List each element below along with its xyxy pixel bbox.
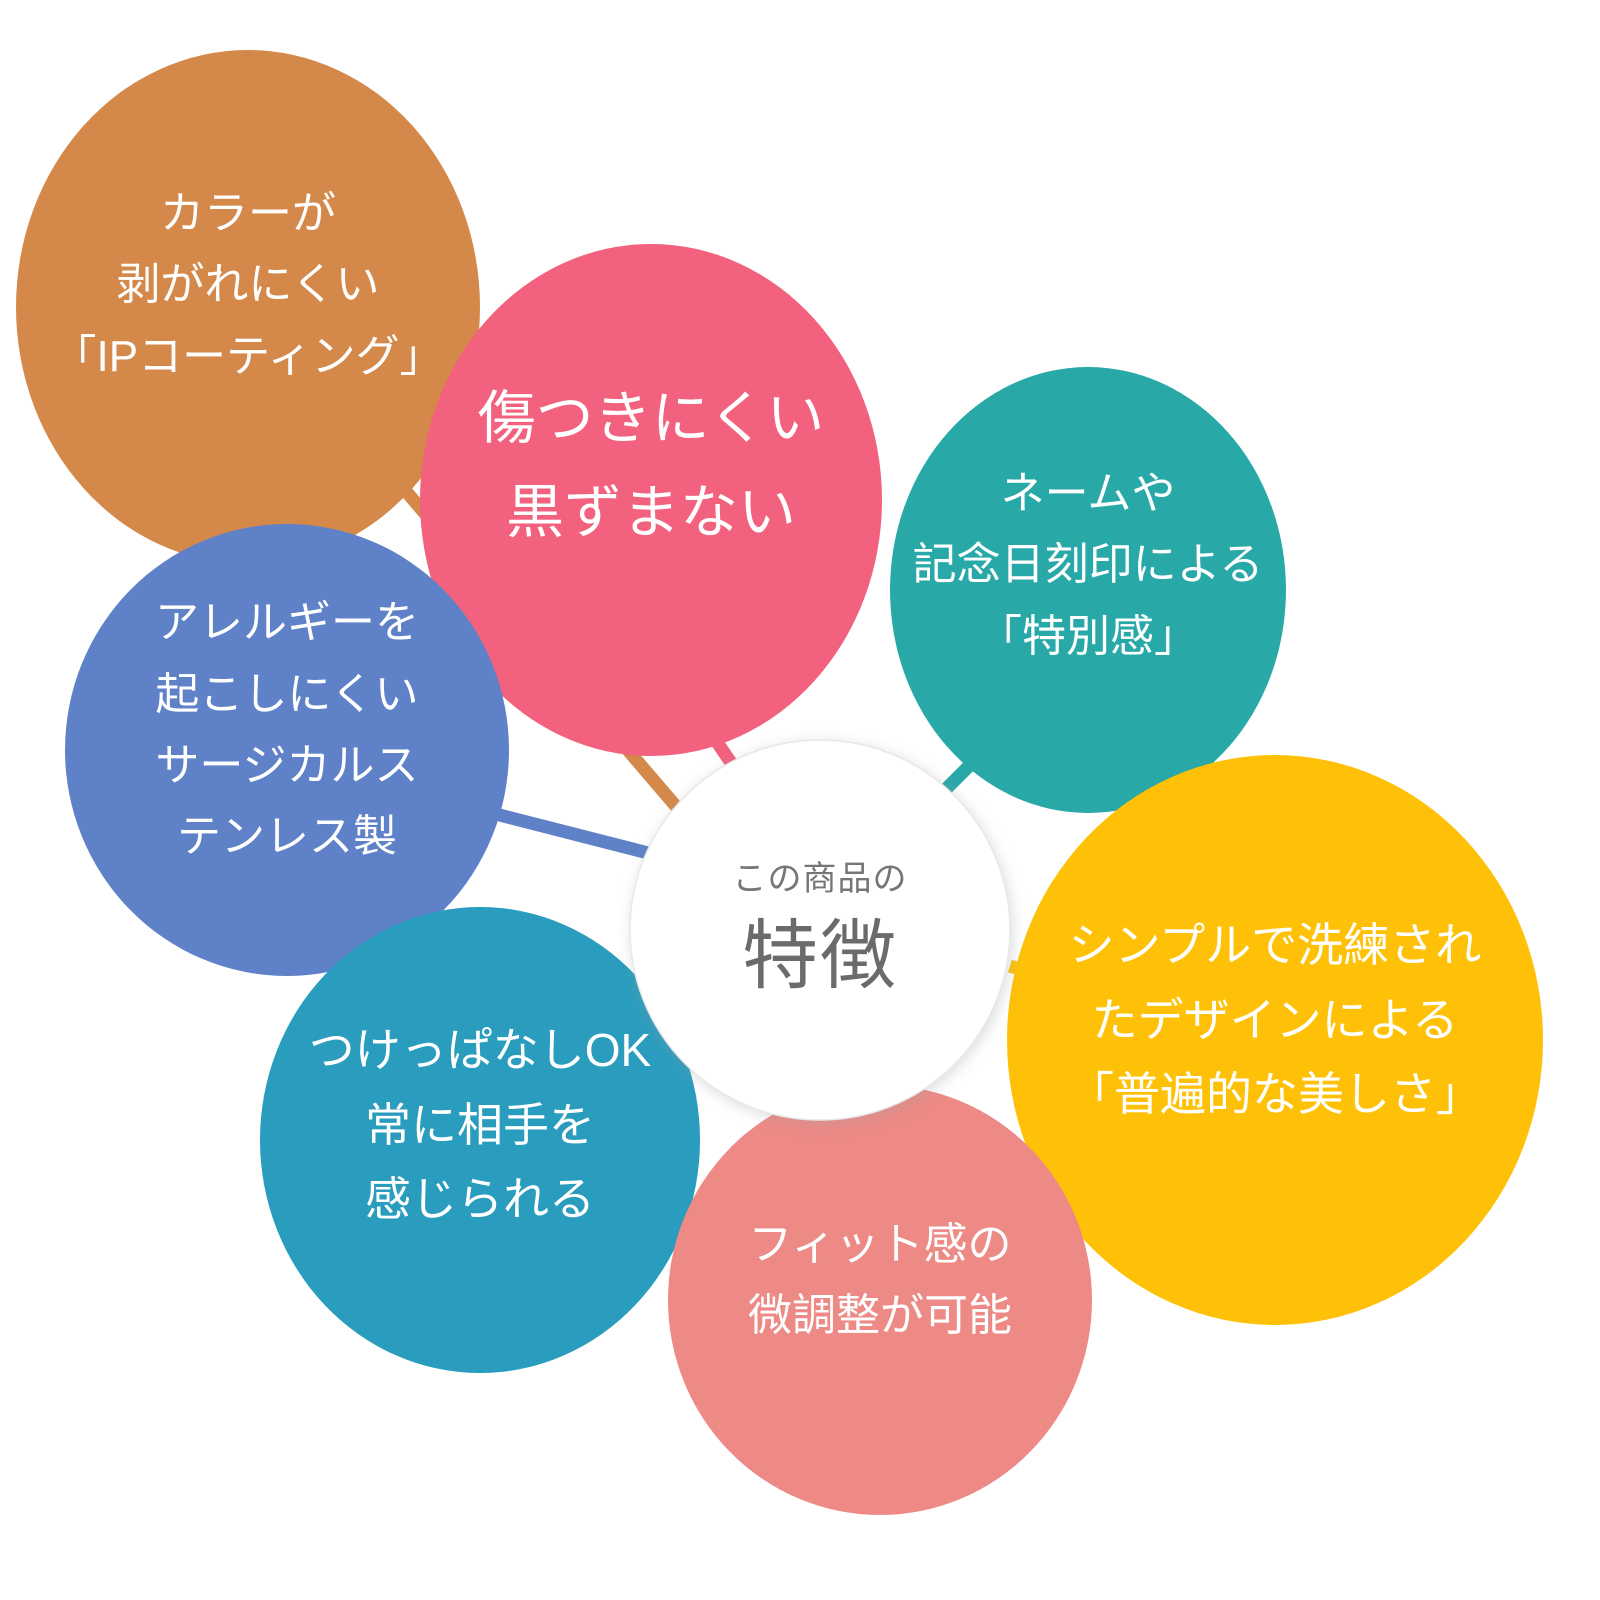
feature-bubble-fit-adjust[interactable] [668, 1085, 1092, 1515]
feature-bubble-surgical-stainless[interactable] [65, 524, 509, 976]
feature-bubble-universal-beauty[interactable] [1007, 755, 1543, 1325]
bubble-shapes [16, 50, 1543, 1515]
feature-bubble-ip-coating[interactable] [16, 50, 480, 564]
hub-shape [629, 739, 1011, 1121]
feature-bubble-engraving[interactable] [890, 367, 1286, 813]
feature-bubble-wear-always[interactable] [260, 907, 700, 1373]
center-hub[interactable] [629, 739, 1011, 1121]
feature-bubble-scratch-resistant[interactable] [420, 244, 882, 756]
connector-surgical-stainless [478, 803, 662, 863]
